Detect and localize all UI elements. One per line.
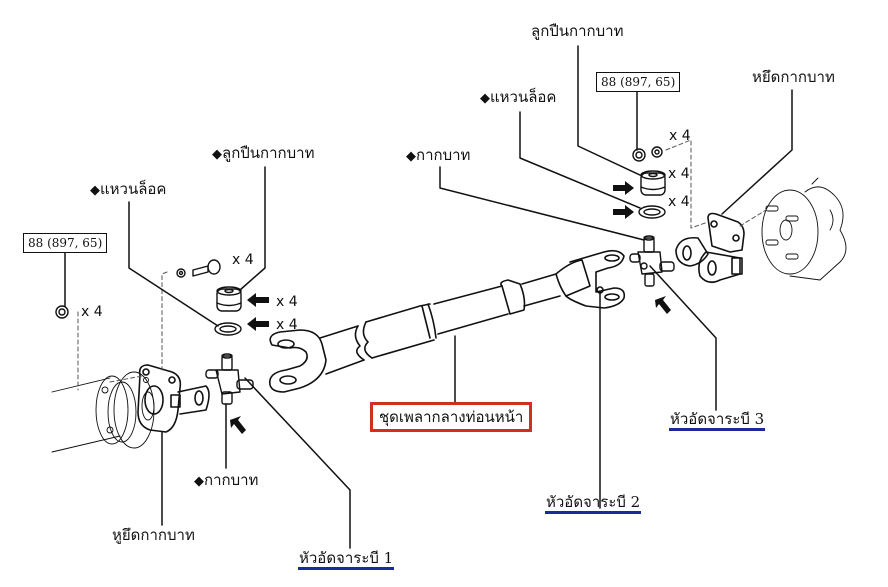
qty-left-lockring: x 4 (276, 317, 298, 333)
arrow-right-icon (613, 205, 634, 219)
diamond-icon: ◆ (90, 183, 100, 198)
qty-right-bearing: x 4 (668, 166, 690, 182)
qty-right-lockring: x 4 (668, 194, 690, 210)
left-nut (55, 305, 69, 319)
arrow-left-icon (247, 317, 269, 331)
label-left-lockring-text: แหวนล็อค (100, 180, 167, 198)
label-left-spider-text: กากบาท (204, 471, 259, 489)
label-right-lockring: ◆แหวนล็อค (480, 88, 556, 108)
label-right-flange-yoke: หยึดกากบาท (752, 68, 835, 86)
link-grease-fitting-3[interactable]: หัวอัดจาระบี 3 (669, 410, 766, 431)
left-bearing-cap (216, 286, 242, 312)
label-right-spider: ◆กากบาท (406, 146, 470, 166)
grease-arrow-icon (655, 296, 671, 314)
link-grease-fitting-2[interactable]: หัวอัดจาระบี 2 (545, 493, 642, 514)
arrow-right-icon (613, 181, 634, 195)
leader-lines (64, 45, 793, 549)
left-bolt-washer (176, 259, 221, 278)
dashed-alignment-lines (77, 139, 767, 391)
right-nut-washer (632, 146, 663, 162)
label-right-spider-text: กากบาท (416, 146, 471, 164)
label-left-spider: ◆กากบาท (194, 471, 258, 491)
grease-arrow-icon (230, 416, 246, 434)
label-left-flange-yoke: หูยึดกากบาท (112, 526, 195, 544)
right-spider (629, 235, 675, 287)
assembly-label-box: ชุดเพลากลางท่อนหน้า (370, 402, 533, 432)
right-bearing-cap (640, 170, 666, 196)
label-right-lockring-text: แหวนล็อค (490, 88, 557, 106)
diamond-icon: ◆ (480, 91, 490, 106)
right-flange-yoke (675, 212, 745, 284)
differential-housing (761, 177, 847, 281)
right-lock-ring (638, 205, 666, 219)
label-right-bearing: ลูกปืนกากบาท (531, 22, 624, 40)
propeller-shaft (268, 249, 626, 393)
torque-spec-right: 88 (897, 65) (596, 72, 681, 92)
arrow-left-icon (247, 293, 269, 307)
diamond-icon: ◆ (212, 147, 222, 162)
label-left-bearing-text: ลูกปืนกากบาท (222, 144, 315, 162)
left-lock-ring (214, 322, 242, 336)
diamond-icon: ◆ (194, 474, 204, 489)
qty-right-nut: x 4 (669, 128, 691, 144)
label-left-bearing: ◆ลูกปืนกากบาท (212, 144, 314, 164)
qty-left-bolt: x 4 (232, 252, 254, 268)
qty-left-bearing: x 4 (276, 294, 298, 310)
left-spider (205, 353, 254, 405)
label-left-lockring: ◆แหวนล็อค (90, 180, 166, 200)
left-output-flange (51, 371, 155, 453)
qty-left-nut: x 4 (81, 304, 103, 320)
diamond-icon: ◆ (406, 149, 416, 164)
left-flange-yoke (137, 364, 210, 433)
link-grease-fitting-1[interactable]: หัวอัดจาระบี 1 (298, 549, 395, 570)
torque-spec-left: 88 (897, 65) (23, 233, 108, 253)
